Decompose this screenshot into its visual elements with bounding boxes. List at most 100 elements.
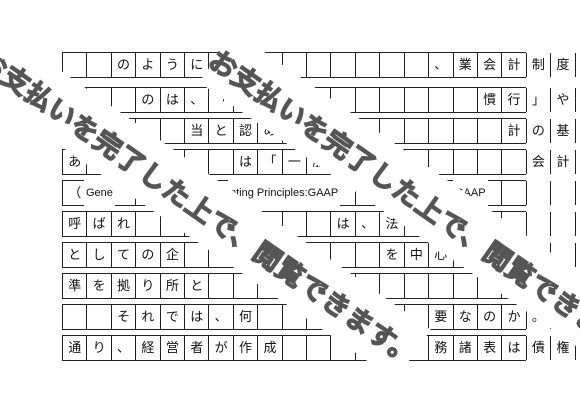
grid-cell [86, 53, 110, 77]
grid-cell: て [110, 243, 135, 267]
grid-cell [62, 53, 86, 77]
grid-cell [428, 150, 452, 174]
grid-cell [281, 336, 306, 360]
grid-cell [550, 212, 574, 236]
grid-cell: や [550, 88, 574, 112]
grid-cell: 計 [550, 150, 574, 174]
grid-cell: 何 [232, 305, 257, 329]
grid-cell: 作 [232, 336, 257, 360]
grid-cell [184, 243, 208, 267]
grid-cell: り [86, 336, 110, 360]
row-cells: 通り、経営者が作成務諸表は債権者 [62, 335, 576, 361]
grid-cell: 呼 [62, 212, 86, 236]
grid-cell: 「 [574, 88, 580, 112]
grid-cell [403, 53, 428, 77]
grid-cell: 務 [428, 336, 452, 360]
grid-cell: 認 [232, 119, 257, 143]
grid-cell [452, 150, 477, 174]
grid-cell [86, 305, 110, 329]
grid-cell: （ [62, 181, 86, 205]
grid-cell [428, 119, 452, 143]
grid-cell: 、 [428, 53, 452, 77]
grid-cell: 企 [159, 243, 184, 267]
grid-cell: 当 [184, 119, 208, 143]
grid-cell: 債 [525, 336, 550, 360]
grid-cell [306, 336, 330, 360]
grid-cell [428, 88, 452, 112]
grid-cell: を [574, 53, 580, 77]
grid-cell [110, 88, 135, 112]
grid-cell [330, 53, 354, 77]
grid-cell: 権 [550, 336, 574, 360]
grid-cell: と [184, 274, 208, 298]
grid-cell: 、 [110, 336, 135, 360]
grid-cell: 中 [403, 243, 428, 267]
grid-cell: は [159, 88, 184, 112]
grid-cell [306, 53, 330, 77]
grid-cell: 計 [501, 53, 525, 77]
grid-cell [403, 119, 428, 143]
grid-cell: 」 [525, 88, 550, 112]
grid-cell: 業 [452, 53, 477, 77]
grid-cell: は [184, 305, 208, 329]
grid-cell [476, 119, 501, 143]
grid-cell: が [208, 336, 232, 360]
grid-cell: な [452, 305, 477, 329]
grid-cell [257, 305, 281, 329]
grid-cell: 慣 [476, 88, 501, 112]
grid-cell: れ [135, 305, 159, 329]
grid-cell: し [86, 243, 110, 267]
grid-cell [281, 305, 306, 329]
grid-cell [208, 243, 232, 267]
grid-cell [452, 88, 477, 112]
grid-cell: う [159, 53, 184, 77]
grid-cell [354, 243, 379, 267]
grid-cell [354, 53, 379, 77]
grid-cell: 拠 [110, 274, 135, 298]
grid-cell [379, 88, 403, 112]
grid-cell [501, 181, 525, 205]
grid-cell [379, 53, 403, 77]
grid-cell [476, 150, 501, 174]
grid-cell [281, 212, 306, 236]
grid-cell: 会 [476, 53, 501, 77]
grid-cell: 諸 [452, 336, 477, 360]
grid-cell [159, 212, 184, 236]
grid-cell: よ [135, 53, 159, 77]
grid-cell [452, 274, 477, 298]
grid-cell [550, 181, 574, 205]
grid-cell: 、 [354, 212, 379, 236]
grid-cell: 成 [257, 336, 281, 360]
grid-cell: の [110, 53, 135, 77]
grid-cell: れ [110, 212, 135, 236]
grid-cell: の [525, 119, 550, 143]
grid-cell [159, 119, 184, 143]
grid-cell [306, 212, 330, 236]
grid-cell [403, 88, 428, 112]
grid-cell [354, 181, 379, 205]
grid-cell: 計 [501, 119, 525, 143]
grid-cell: か [501, 305, 525, 329]
grid-cell [208, 274, 232, 298]
grid-cell [354, 88, 379, 112]
grid-cell [574, 181, 580, 205]
grid-cell: 原 [574, 150, 580, 174]
grid-cell: を [379, 243, 403, 267]
grid-cell [501, 150, 525, 174]
grid-cell [476, 274, 501, 298]
grid-cell: に [184, 53, 208, 77]
grid-cell: 法 [379, 212, 403, 236]
grid-cell [574, 212, 580, 236]
grid-cell: 者 [574, 336, 580, 360]
grid-cell: の [135, 243, 159, 267]
grid-cell: 通 [62, 336, 86, 360]
grid-cell: 、 [208, 305, 232, 329]
grid-cell: 準 [62, 274, 86, 298]
grid-cell: 所 [159, 274, 184, 298]
grid-cell: 一 [281, 150, 306, 174]
grid-cell: は [330, 212, 354, 236]
grid-cell: と [208, 119, 232, 143]
grid-cell [208, 150, 232, 174]
grid-cell [452, 119, 477, 143]
